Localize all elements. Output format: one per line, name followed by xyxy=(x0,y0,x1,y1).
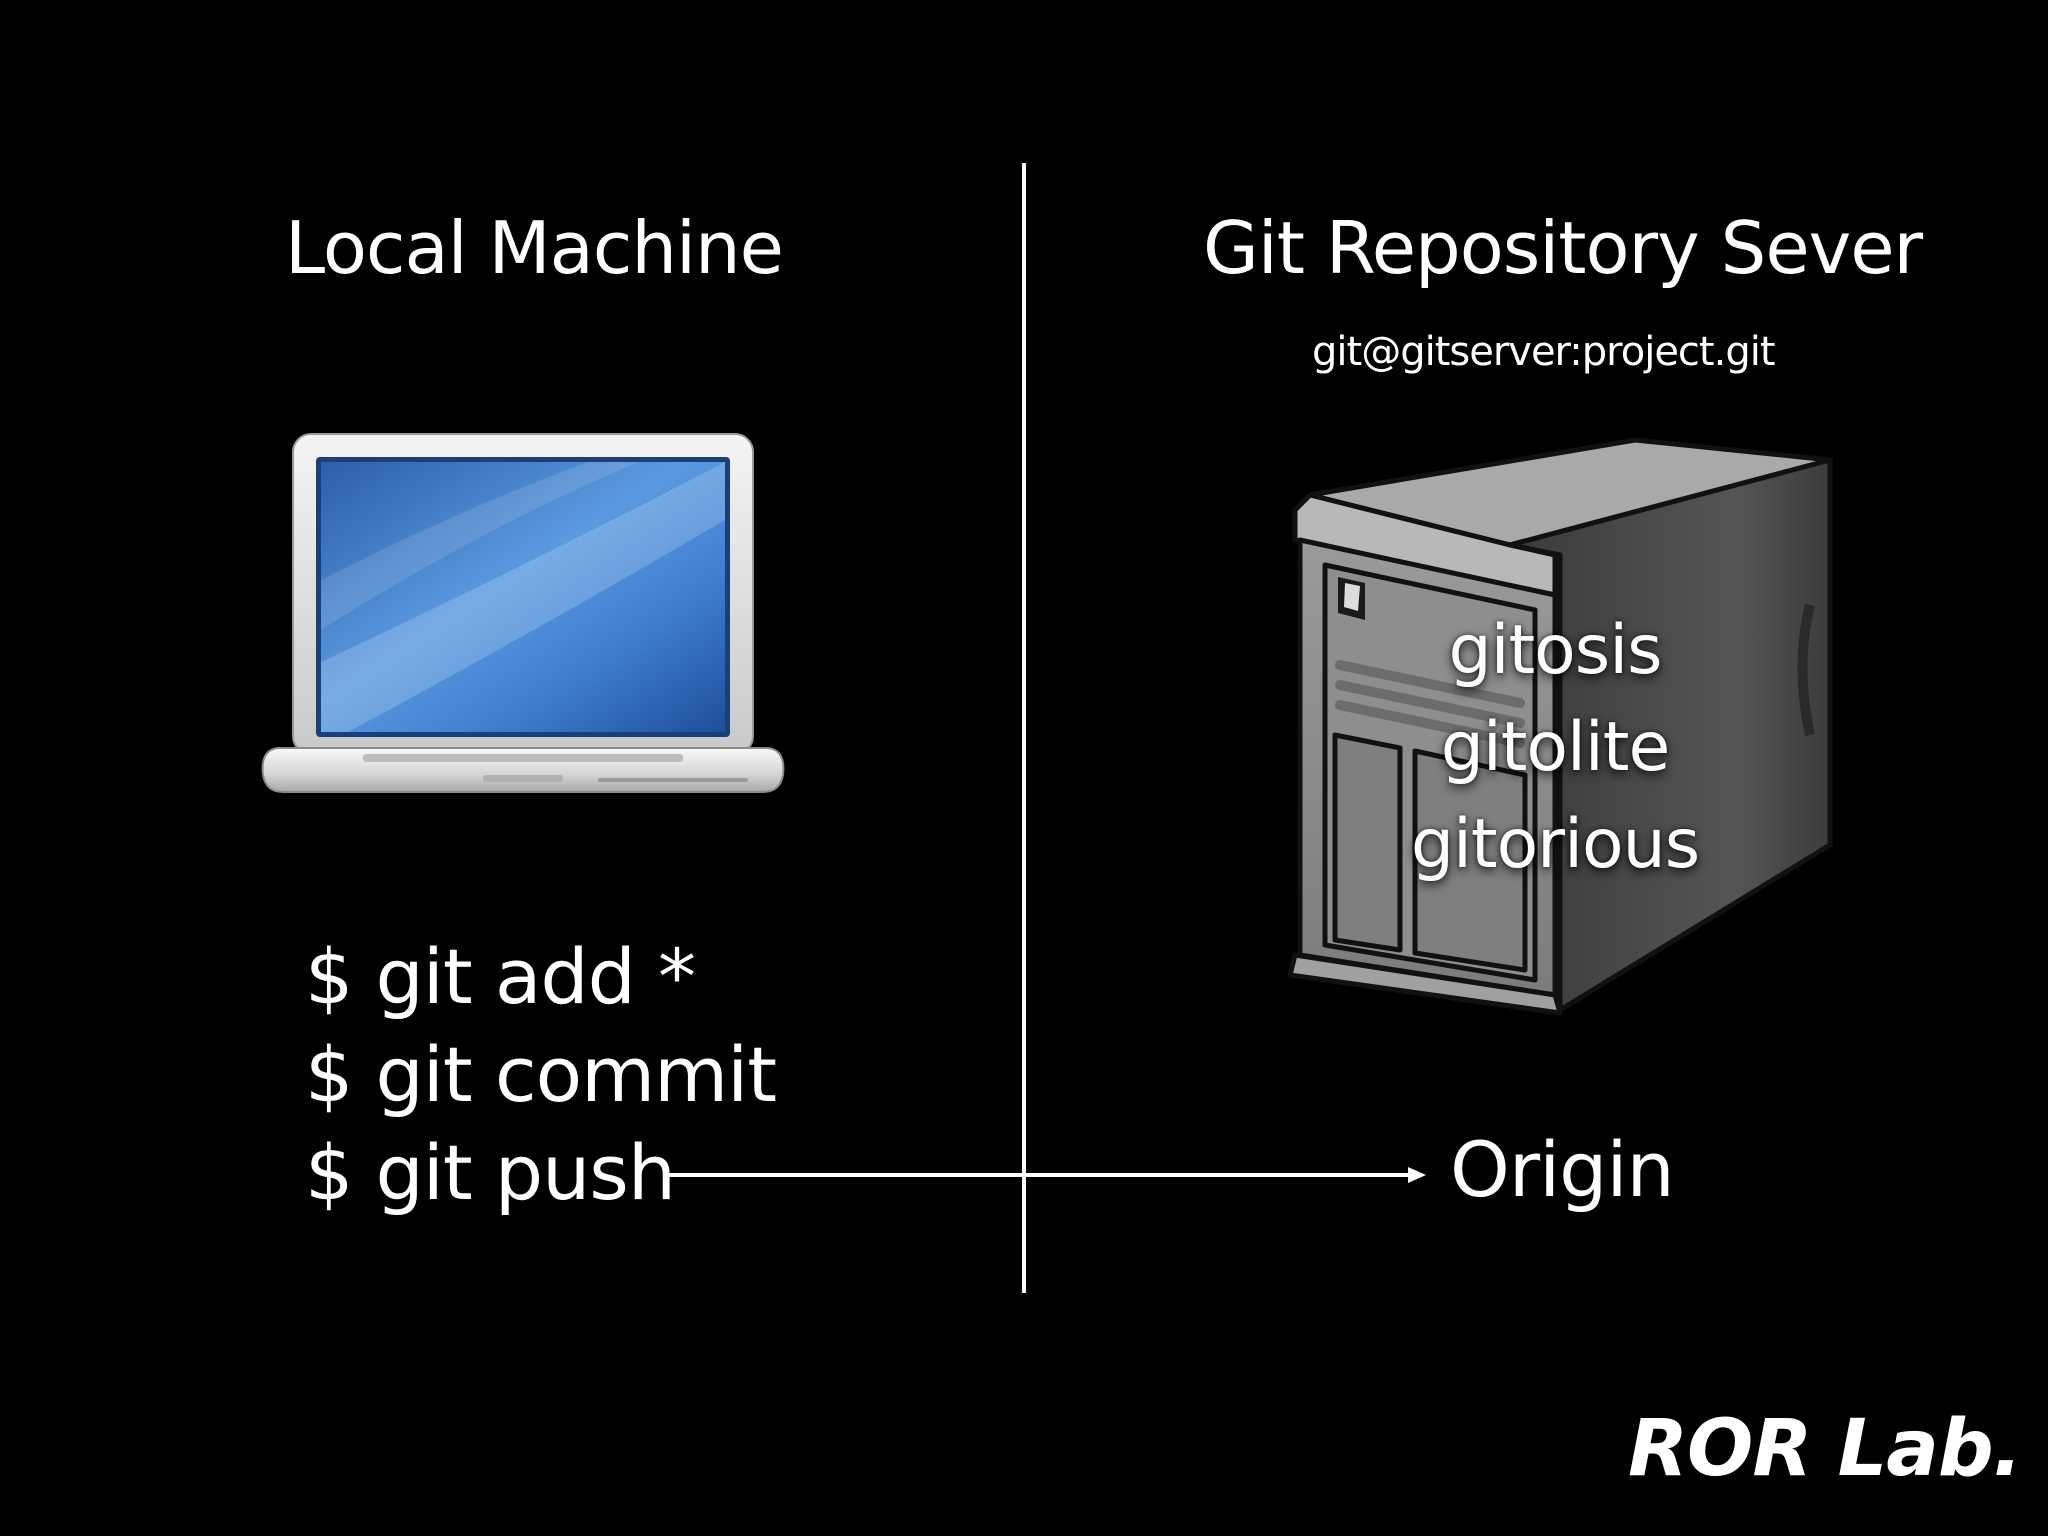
git-server-heading: Git Repository Sever xyxy=(1203,206,1923,290)
git-add-command: $ git add * xyxy=(305,932,696,1021)
local-machine-heading: Local Machine xyxy=(285,206,784,290)
server-software-item: gitolite xyxy=(1440,708,1671,787)
ror-lab-logo: ROR Lab. xyxy=(1628,1404,2022,1494)
server-software-item: gitorious xyxy=(1410,805,1700,884)
server-software-item: gitosis xyxy=(1448,611,1662,690)
vertical-divider xyxy=(1022,163,1026,1293)
git-commands: $ git add * $ git commit $ git push xyxy=(305,928,777,1222)
git-commit-command: $ git commit xyxy=(305,1030,777,1119)
laptop-icon xyxy=(261,433,785,793)
origin-label: Origin xyxy=(1450,1125,1675,1214)
arrow-right-icon xyxy=(668,1167,1426,1183)
repository-address: git@gitserver:project.git xyxy=(1312,329,1775,375)
server-tower-icon xyxy=(1287,437,1833,1015)
git-push-command: $ git push xyxy=(305,1128,676,1217)
server-software-list: gitosis gitolite gitorious xyxy=(1360,602,1750,893)
